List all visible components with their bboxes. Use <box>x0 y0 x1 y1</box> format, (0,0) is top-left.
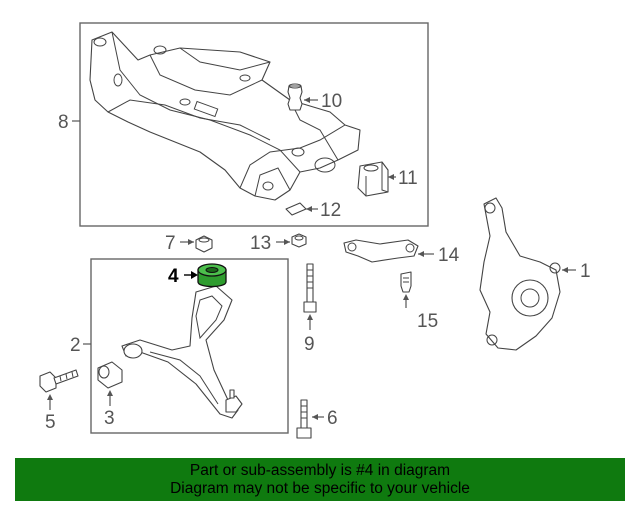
callout-1: 1 <box>580 261 591 282</box>
callout-13: 13 <box>250 233 271 254</box>
part-15-bolt <box>400 271 412 293</box>
parts-diagram: 8 10 11 12 7 13 14 15 9 1 4 2 3 5 6 <box>39 22 591 439</box>
part-11-bushing <box>357 161 389 197</box>
callout-14: 14 <box>438 245 460 266</box>
callout-9: 9 <box>304 334 315 355</box>
part-12-plate <box>285 202 307 216</box>
part-9-bolt <box>303 263 317 313</box>
part-5-bolt <box>39 369 79 393</box>
callout-8: 8 <box>58 112 69 133</box>
subframe-part <box>89 31 361 201</box>
callout-2: 2 <box>70 335 81 356</box>
part-14-bracket <box>343 239 419 263</box>
part-6-bolt <box>296 399 312 439</box>
part-13-nut <box>291 233 307 248</box>
callout-5: 5 <box>45 412 56 433</box>
banner-line-2: Diagram may not be specific to your vehi… <box>170 480 470 497</box>
banner-line-1: Part or sub-assembly is #4 in diagram <box>189 462 451 479</box>
callout-6: 6 <box>327 408 338 429</box>
info-banner: Part or sub-assembly is #4 in diagram Di… <box>15 458 625 501</box>
part-3-bushing <box>97 361 123 389</box>
callout-12: 12 <box>320 200 341 221</box>
part-4-bushing-highlighted <box>197 263 227 288</box>
callout-4: 4 <box>168 266 179 287</box>
callout-15: 15 <box>417 311 438 332</box>
part-10-bumper <box>287 83 303 111</box>
callout-10: 10 <box>321 91 342 112</box>
subframe-group-box <box>79 22 429 227</box>
callout-7: 7 <box>165 233 176 254</box>
part-1-knuckle <box>479 197 561 351</box>
control-arm-group-box <box>90 258 289 434</box>
part-7-nut <box>195 235 213 253</box>
callout-11: 11 <box>398 168 418 189</box>
part-2-control-arm <box>121 285 243 419</box>
callout-3: 3 <box>104 408 115 429</box>
